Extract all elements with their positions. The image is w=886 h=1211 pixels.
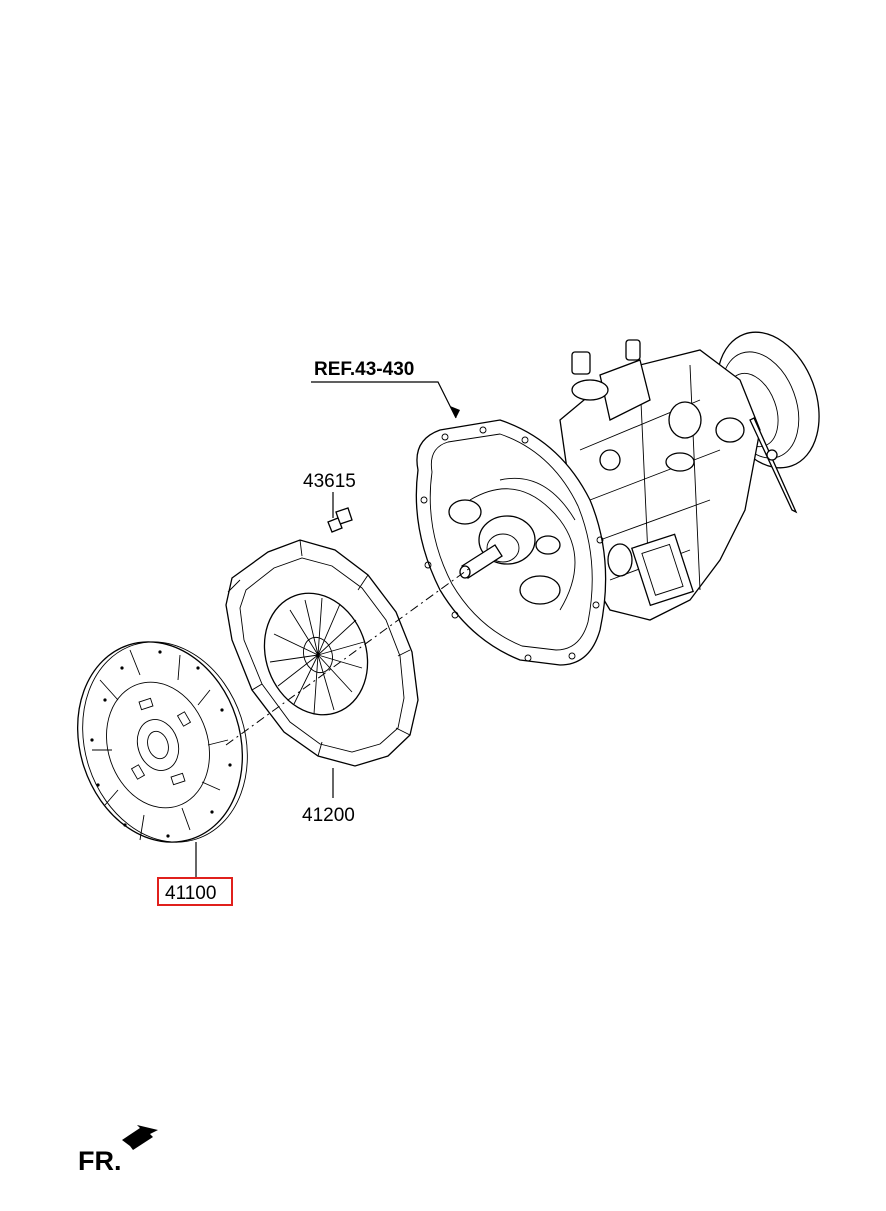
front-direction-indicator: FR.	[78, 1125, 158, 1176]
callout-41100[interactable]: 41100	[157, 877, 233, 906]
callout-ref-43-430[interactable]: REF.43-430	[314, 359, 414, 380]
callout-41100-label: 41100	[165, 883, 216, 904]
front-direction-label: FR.	[78, 1146, 122, 1176]
callout-43615-label: 43615	[303, 471, 356, 492]
callout-43615[interactable]: 43615	[303, 471, 356, 492]
disc-damper-springs	[130, 697, 192, 786]
clutch-cover-illustration	[225, 539, 419, 767]
assembly-center-line	[225, 567, 471, 746]
disc-friction-segments	[92, 649, 229, 841]
clutch-disc-illustration	[76, 641, 248, 843]
flange-bolt-holes	[420, 426, 604, 662]
front-arrow-icon	[122, 1125, 158, 1150]
disc-rivet-dots	[90, 650, 232, 838]
highlight-box	[157, 877, 233, 906]
bolt-illustration	[327, 507, 353, 533]
diaphragm-fingers	[269, 597, 365, 715]
callout-ref-label: REF.43-430	[314, 359, 414, 380]
callout-41200[interactable]: 41200	[302, 805, 355, 826]
transmission-illustration	[415, 331, 820, 666]
leader-lines	[195, 381, 460, 878]
callout-41200-label: 41200	[302, 805, 355, 826]
